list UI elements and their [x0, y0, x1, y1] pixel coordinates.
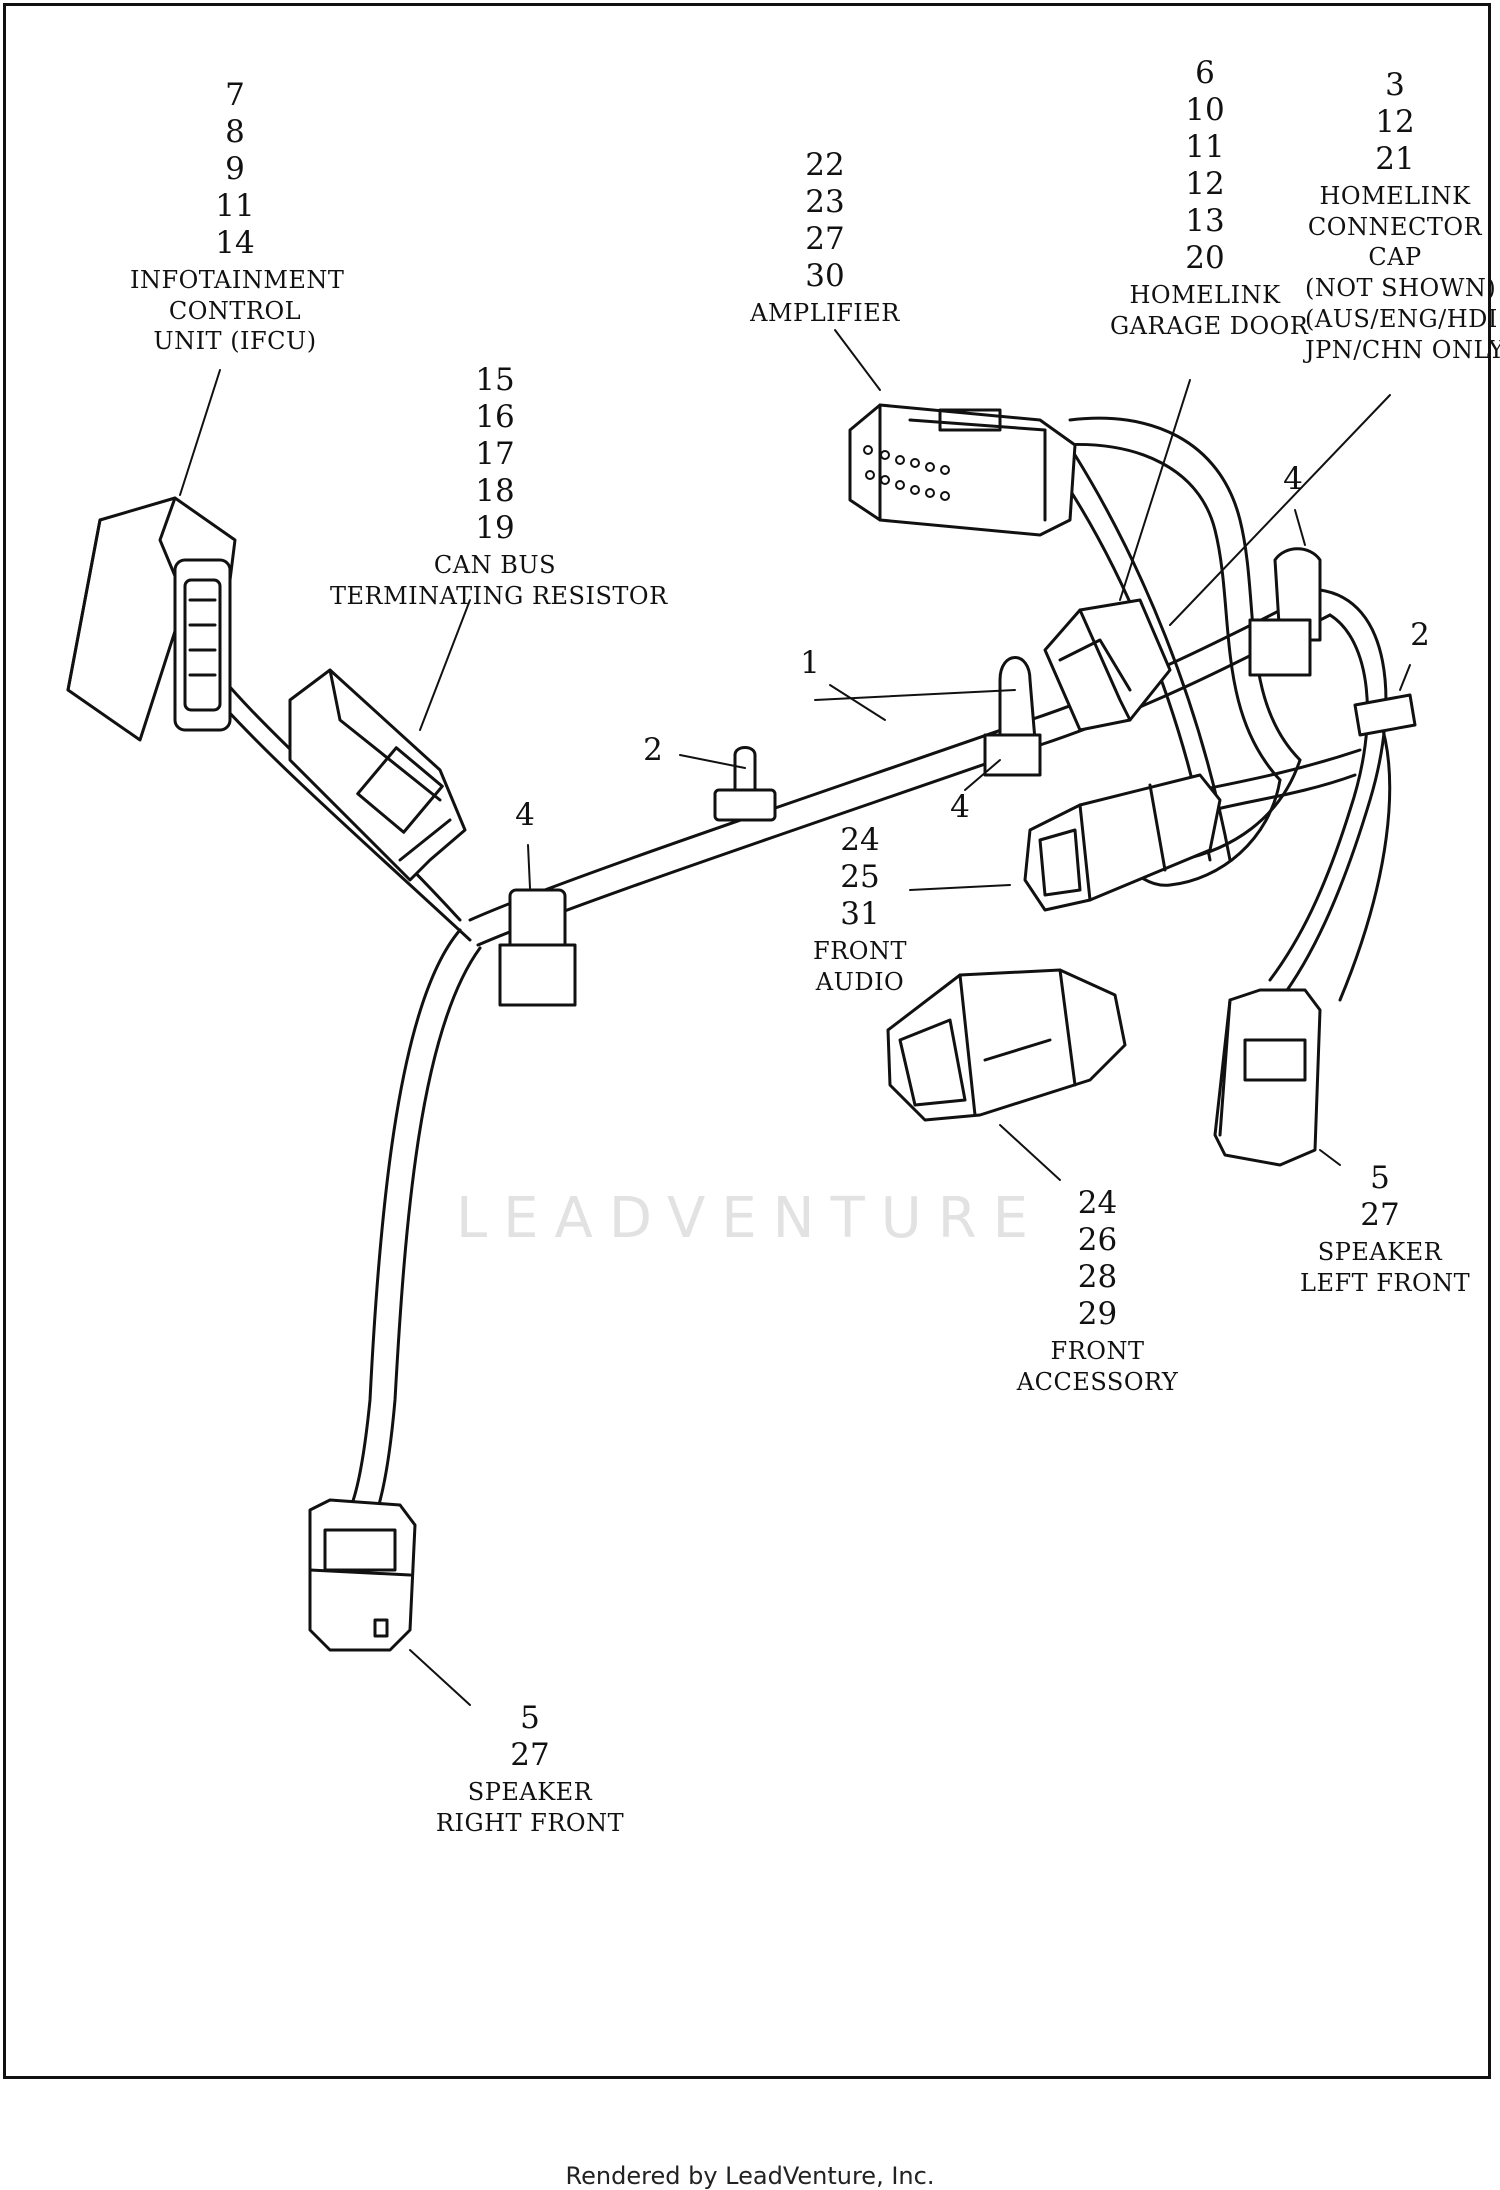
amp-num-1: 23: [805, 184, 845, 220]
can-num-4: 19: [475, 510, 515, 546]
homelink-connector: [1043, 598, 1172, 732]
amp-text-0: AMPLIFIER: [750, 299, 900, 327]
ifcu-text-2: UNIT (IFCU): [153, 327, 317, 356]
ifcu-num-2: 9: [225, 151, 245, 187]
part-1-label: 1: [800, 645, 820, 681]
part-number-4-left: 4: [510, 800, 540, 837]
fac-num-0: 24: [1077, 1185, 1118, 1221]
hc-num-0: 3: [1385, 67, 1405, 103]
fa-num-0: 24: [840, 822, 880, 858]
part-number-4-mid: 4: [945, 792, 975, 829]
hc-text-0: HOMELINK: [1319, 182, 1471, 210]
ifcu-text-0: INFOTAINMENT: [130, 266, 345, 294]
fac-num-1: 26: [1077, 1222, 1118, 1258]
hg-num-2: 11: [1185, 129, 1225, 165]
callout-homelink-cap: 3 12 21 HOMELINK CONNECTOR CAP (NOT SHOW…: [1305, 67, 1500, 365]
leader-lines: [179, 329, 1411, 1706]
fac-num-3: 29: [1077, 1296, 1118, 1332]
amp-num-0: 22: [805, 147, 845, 183]
sr-text-1: RIGHT FRONT: [435, 1808, 625, 1837]
hc-num-2: 21: [1375, 141, 1415, 177]
hg-num-1: 10: [1185, 92, 1225, 128]
part-4b-label: 4: [950, 789, 970, 825]
ifcu-num-4: 14: [215, 225, 255, 261]
sl-num-0: 5: [1370, 1160, 1390, 1196]
part-2a-label: 2: [643, 732, 663, 768]
fac-num-2: 28: [1077, 1259, 1118, 1295]
can-num-3: 18: [475, 473, 515, 509]
can-num-0: 15: [475, 362, 515, 398]
amp-num-3: 30: [805, 258, 845, 294]
sl-num-1: 27: [1360, 1197, 1400, 1233]
callout-homelink-garage: 6 10 11 12 13 20 HOMELINK GARAGE DOOR: [1110, 55, 1309, 341]
part-4c-label: 4: [1283, 461, 1303, 497]
can-text-0: CAN BUS: [433, 551, 557, 579]
harness-clips: [498, 547, 1417, 1007]
hc-text-3: (NOT SHOWN): [1305, 274, 1497, 303]
fa-num-1: 25: [840, 859, 880, 895]
can-num-2: 17: [475, 436, 515, 472]
callout-ifcu: 7 8 9 11 14 INFOTAINMENT CONTROL UNIT (I…: [130, 77, 345, 357]
hg-num-3: 12: [1185, 166, 1225, 202]
hc-text-2: CAP: [1368, 243, 1422, 272]
footer-credit: Rendered by LeadVenture, Inc.: [565, 2162, 935, 2190]
hc-text-4: (AUS/ENG/HDI: [1305, 304, 1498, 333]
ifcu-num-0: 7: [225, 77, 245, 113]
callout-speaker-left: 5 27 SPEAKER LEFT FRONT: [1300, 1160, 1471, 1298]
sl-text-1: LEFT FRONT: [1300, 1268, 1471, 1297]
sr-num-0: 5: [520, 1700, 540, 1736]
fa-text-1: AUDIO: [815, 967, 905, 996]
can-num-1: 16: [475, 399, 515, 435]
hg-num-0: 6: [1195, 55, 1215, 91]
front-accessory-connector: [886, 968, 1127, 1122]
part-number-1: 1: [795, 648, 825, 685]
left-speaker-connector: [1213, 988, 1322, 1167]
ifcu-text-1: CONTROL: [168, 296, 302, 325]
ifcu-num-1: 8: [225, 114, 245, 150]
sr-num-1: 27: [510, 1737, 550, 1773]
callout-front-audio: 24 25 31 FRONT AUDIO: [790, 825, 930, 997]
hc-text-1: CONNECTOR: [1307, 212, 1483, 241]
front-audio-connector: [1023, 773, 1222, 912]
fac-text-1: ACCESSORY: [1016, 1367, 1179, 1396]
can-text-1: TERMINATING RESISTOR: [330, 581, 668, 610]
hg-num-5: 20: [1185, 240, 1225, 276]
main-harness: [468, 588, 1332, 947]
part-4a-label: 4: [515, 797, 535, 833]
amp-num-2: 27: [805, 221, 845, 257]
part-number-2-left: 2: [638, 735, 668, 772]
right-speaker-connector: [308, 1498, 417, 1652]
callout-can-bus: 15 16 17 18 19 CAN BUS TERMINATING RESIS…: [330, 362, 668, 611]
hg-num-4: 13: [1185, 203, 1225, 239]
hc-num-1: 12: [1375, 104, 1415, 140]
hc-text-5: JPN/CHN ONLY): [1305, 335, 1500, 364]
callout-amplifier: 22 23 27 30 AMPLIFIER: [745, 150, 905, 329]
part-number-2-right: 2: [1405, 620, 1435, 657]
fac-text-0: FRONT: [1050, 1337, 1145, 1365]
fa-text-0: FRONT: [813, 937, 907, 965]
sr-text-0: SPEAKER: [467, 1778, 593, 1806]
callout-speaker-right: 5 27 SPEAKER RIGHT FRONT: [430, 1703, 630, 1838]
part-2b-label: 2: [1410, 617, 1430, 653]
fa-num-2: 31: [840, 896, 880, 932]
hg-text-1: GARAGE DOOR: [1110, 311, 1309, 340]
sl-text-0: SPEAKER: [1317, 1238, 1443, 1266]
can-bus-resistor: [288, 668, 467, 882]
ifcu-module: [66, 496, 237, 742]
amplifier-connector: [848, 403, 1077, 537]
hg-text-0: HOMELINK: [1129, 281, 1281, 309]
ifcu-num-3: 11: [215, 188, 255, 224]
part-number-4-right: 4: [1278, 464, 1308, 501]
diagram-frame: [3, 3, 1491, 2079]
front-audio-branch: [1198, 748, 1362, 814]
callout-front-accessory: 24 26 28 29 FRONT ACCESSORY: [1010, 1188, 1185, 1397]
watermark: LEADVENTURE: [455, 1186, 1045, 1251]
